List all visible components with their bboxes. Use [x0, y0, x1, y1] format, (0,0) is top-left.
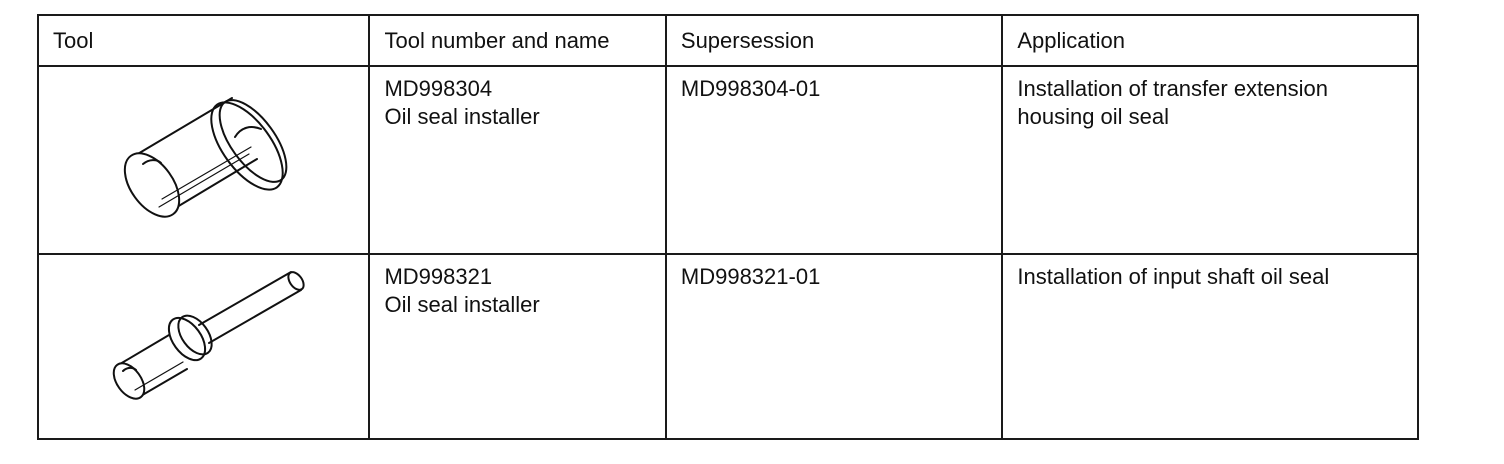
- tool-number-name-cell: MD998304 Oil seal installer: [368, 65, 667, 255]
- tool-number: MD998321: [384, 264, 493, 289]
- header-application: Application: [1001, 14, 1419, 67]
- application-cell: Installation of transfer extension housi…: [1001, 65, 1419, 255]
- oil-seal-installer-drawing: [123, 97, 288, 218]
- supersession-number: MD998321-01: [680, 264, 821, 289]
- header-tool-number-and-name: Tool number and name: [368, 14, 667, 67]
- tool-name: Oil seal installer: [384, 104, 540, 129]
- tool-image-cell: [36, 65, 371, 255]
- supersession-number: MD998304-01: [680, 76, 821, 101]
- tool-number-name-cell: MD998321 Oil seal installer: [368, 253, 667, 440]
- table-header-row: Tool Tool number and name Supersession A…: [36, 14, 1419, 67]
- tool-number: MD998304: [384, 76, 493, 101]
- table-row: MD998304 Oil seal installer MD998304-01 …: [36, 65, 1419, 255]
- supersession-cell: MD998304-01: [664, 65, 1004, 255]
- application-cell: Installation of input shaft oil seal: [1001, 253, 1419, 440]
- special-tools-table: Tool Tool number and name Supersession A…: [36, 14, 1419, 440]
- application-text-line: Installation of transfer extension: [1017, 76, 1328, 101]
- application-text-line: Installation of input shaft oil seal: [1017, 264, 1330, 289]
- application-text-line: housing oil seal: [1017, 104, 1170, 129]
- oil-seal-installer-shaft-drawing: [112, 271, 305, 400]
- tool-name: Oil seal installer: [384, 292, 540, 317]
- header-supersession: Supersession: [664, 14, 1004, 67]
- tool-image-cell: [36, 253, 371, 440]
- header-tool: Tool: [36, 14, 371, 67]
- table-row: MD998321 Oil seal installer MD998321-01 …: [36, 253, 1419, 440]
- supersession-cell: MD998321-01: [664, 253, 1004, 440]
